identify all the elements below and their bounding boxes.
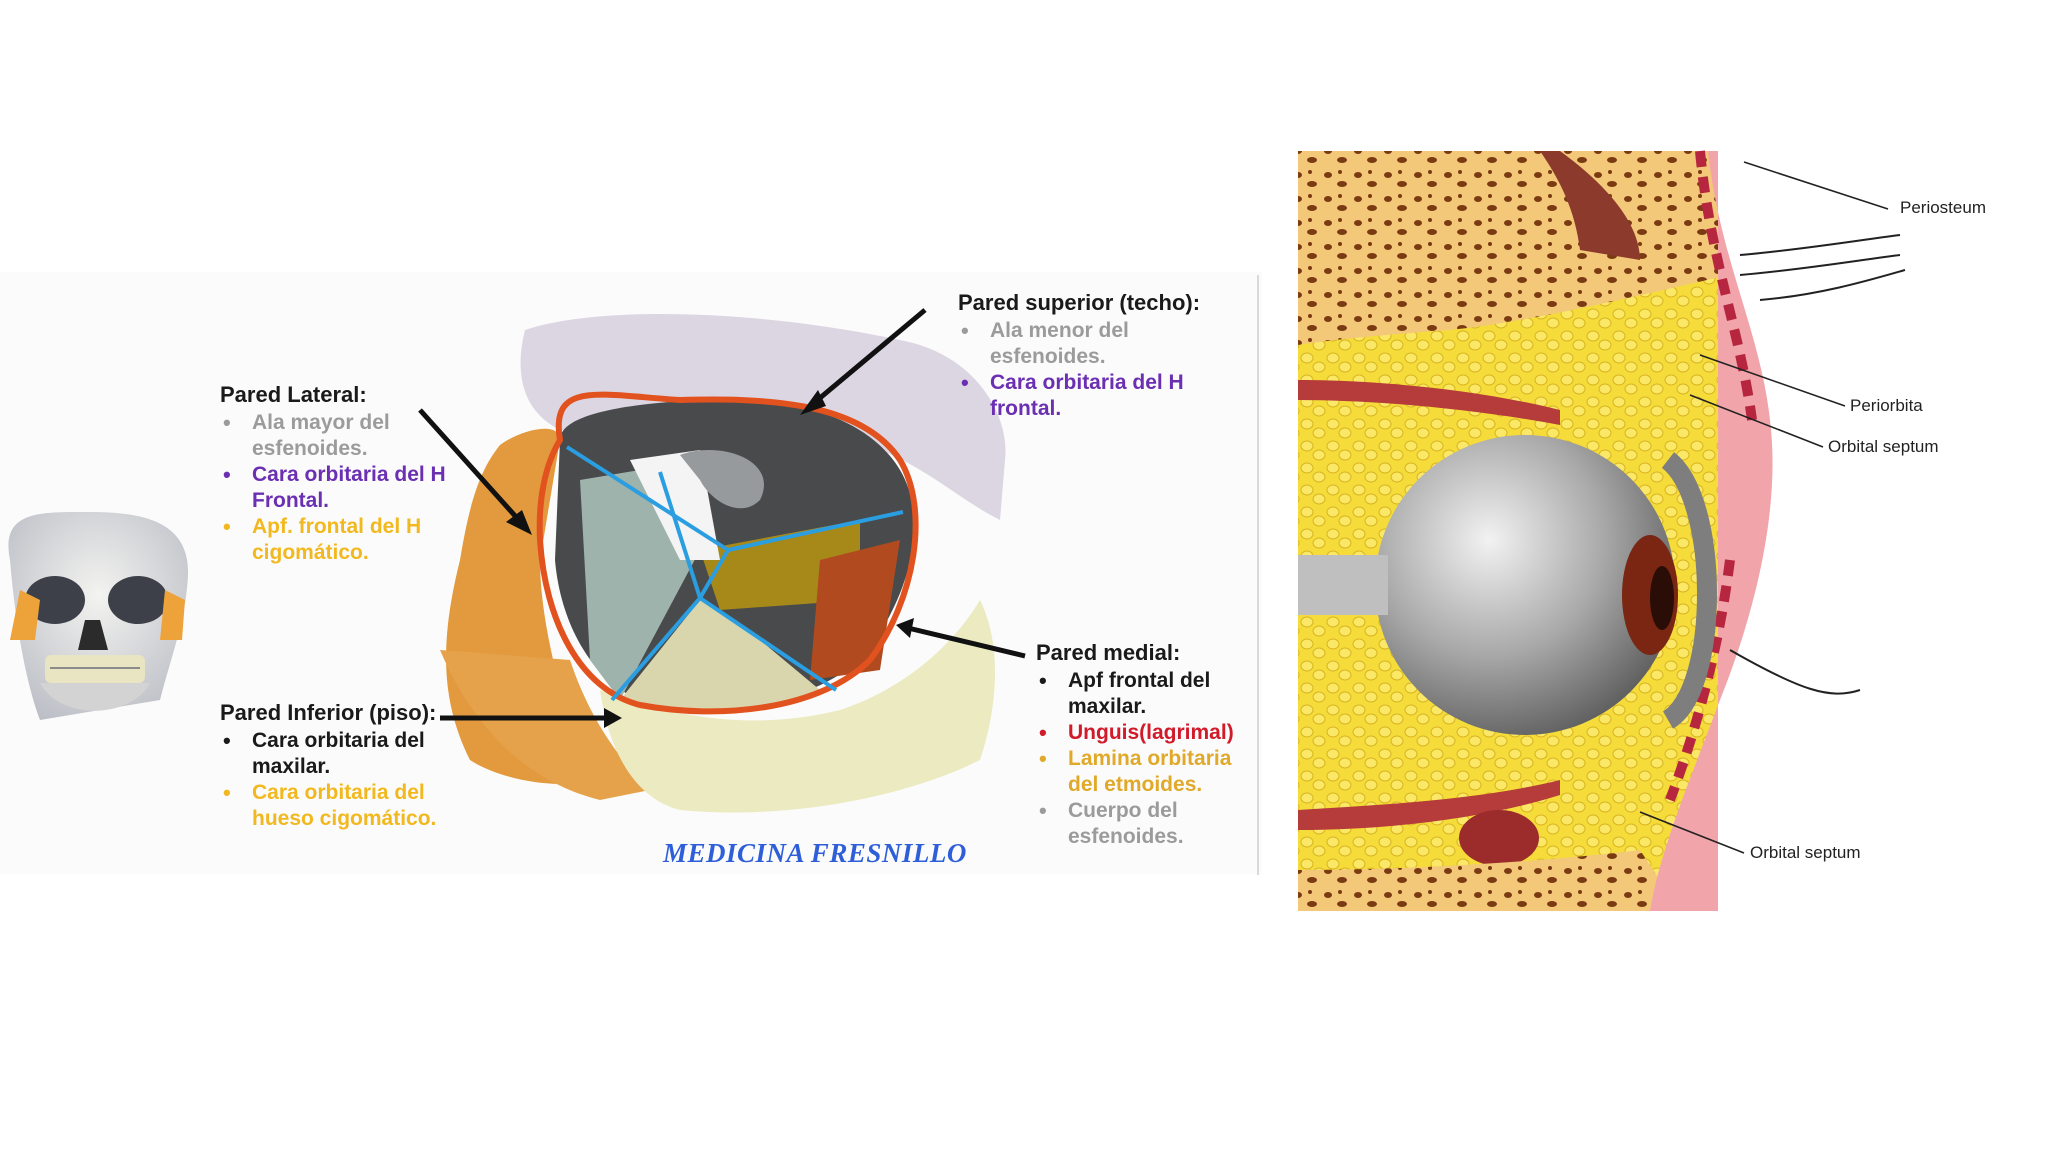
list-item: Cara orbitaria del H Frontal. [220,462,450,514]
orbital-septum-upper-label: Orbital septum [1828,437,1939,456]
list-item: Apf frontal del maxilar. [1036,668,1260,720]
list-item: Lamina orbitaria del etmoides. [1036,746,1260,798]
inferior-wall-list: Cara orbitaria del maxilar. Cara orbitar… [220,728,450,832]
inferior-wall-label: Pared Inferior (piso): Cara orbitaria de… [220,700,450,832]
medial-wall-list: Apf frontal del maxilar. Unguis(lagrimal… [1036,668,1260,850]
list-item: Ala mayor del esfenoides. [220,410,450,462]
medial-wall-label: Pared medial: Apf frontal del maxilar. U… [1036,640,1260,850]
list-item: Unguis(lagrimal) [1036,720,1260,746]
periosteum-label: Periosteum [1900,198,1986,217]
list-item: Cara orbitaria del maxilar. [220,728,450,780]
eye-cross-section [1298,150,1906,911]
panel-divider [1257,275,1259,875]
watermark-text: MEDICINA FRESNILLO [663,838,967,868]
lateral-wall-label: Pared Lateral: Ala mayor del esfenoides.… [220,382,450,566]
orbit-illustration [440,313,1006,813]
lateral-wall-title: Pared Lateral: [220,382,367,407]
list-item: Ala menor del esfenoides. [958,318,1218,370]
superior-wall-label: Pared superior (techo): Ala menor del es… [958,290,1218,422]
superior-wall-title: Pared superior (techo): [958,290,1201,315]
skull-thumbnail [8,511,189,720]
lateral-wall-list: Ala mayor del esfenoides. Cara orbitaria… [220,410,450,566]
superior-wall-list: Ala menor del esfenoides. Cara orbitaria… [958,318,1218,422]
periorbita-label: Periorbita [1850,396,1923,415]
list-item: Cuerpo del esfenoides. [1036,798,1260,850]
inferior-wall-title: Pared Inferior (piso): [220,700,437,725]
medial-wall-title: Pared medial: [1036,640,1181,665]
list-item: Cara orbitaria del hueso cigomático. [220,780,450,832]
list-item: Apf. frontal del H cigomático. [220,514,450,566]
list-item: Cara orbitaria del H frontal. [958,370,1218,422]
eye-leader-lines [1639,161,1889,854]
orbital-septum-lower-label: Orbital septum [1750,843,1861,862]
